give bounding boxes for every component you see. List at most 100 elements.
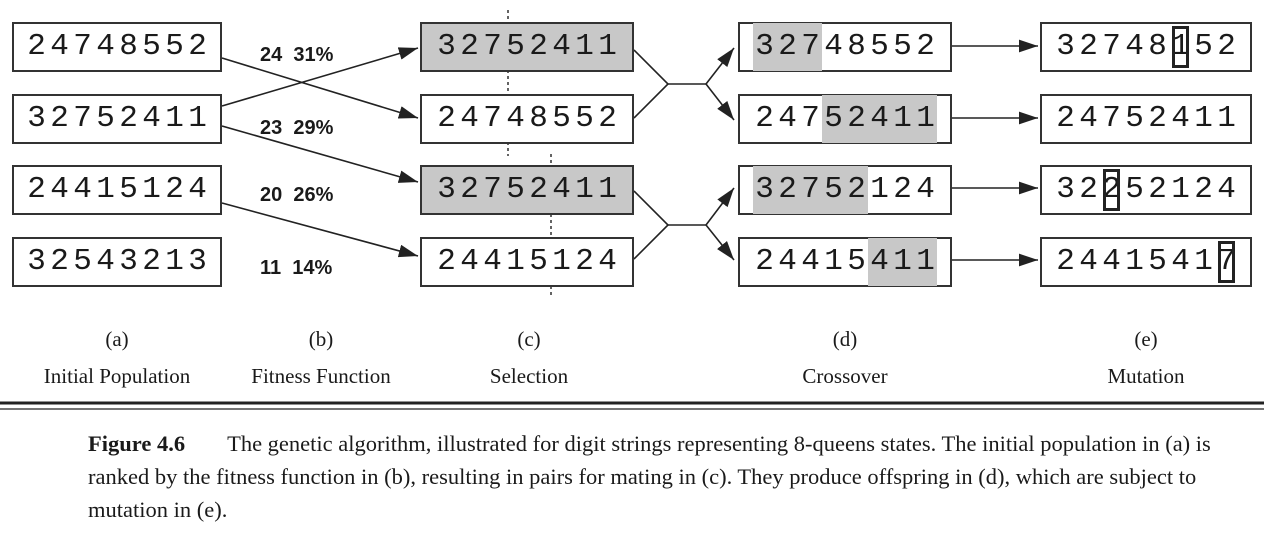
digit: 4 bbox=[868, 238, 891, 286]
digit: 4 bbox=[460, 101, 479, 136]
digit: 2 bbox=[845, 95, 868, 143]
digit: 4 bbox=[868, 95, 891, 143]
digit: 8 bbox=[1148, 29, 1167, 64]
fitness-score: 24 bbox=[260, 44, 283, 66]
label-fitness-function: (b)Fitness Function bbox=[251, 327, 391, 388]
digit: 2 bbox=[529, 172, 548, 207]
digit: 4 bbox=[96, 29, 115, 64]
digit: 2 bbox=[460, 172, 479, 207]
digit: 1 bbox=[598, 29, 617, 64]
digit: 8 bbox=[847, 29, 866, 64]
digit: 4 bbox=[188, 172, 207, 207]
digit: 2 bbox=[1148, 172, 1167, 207]
digit: 2 bbox=[598, 101, 617, 136]
digit: 1 bbox=[598, 172, 617, 207]
digit: 5 bbox=[893, 29, 912, 64]
digit: 3 bbox=[119, 244, 138, 279]
digit: 1 bbox=[1194, 244, 1213, 279]
digit: 5 bbox=[1125, 101, 1144, 136]
digit: 5 bbox=[552, 101, 571, 136]
digit: 4 bbox=[142, 101, 161, 136]
digit: 7 bbox=[1102, 29, 1121, 64]
digit: 1 bbox=[1171, 172, 1190, 207]
digit: 7 bbox=[483, 172, 502, 207]
digit: 5 bbox=[165, 29, 184, 64]
digit: 3 bbox=[437, 172, 456, 207]
digit: 2 bbox=[776, 166, 799, 214]
digit: 2 bbox=[529, 29, 548, 64]
digit: 2 bbox=[437, 101, 456, 136]
digit: 1 bbox=[165, 244, 184, 279]
digit: 5 bbox=[119, 172, 138, 207]
digit: 5 bbox=[506, 172, 525, 207]
digit: 4 bbox=[1171, 101, 1190, 136]
digit: 1 bbox=[891, 238, 914, 286]
digit: 4 bbox=[460, 244, 479, 279]
digit: 5 bbox=[96, 101, 115, 136]
digit: 7 bbox=[799, 166, 822, 214]
digit: 4 bbox=[1125, 29, 1144, 64]
digit: 3 bbox=[1056, 172, 1075, 207]
digit: 1 bbox=[914, 238, 937, 286]
digit: 2 bbox=[142, 244, 161, 279]
digit: 2 bbox=[575, 244, 594, 279]
digit: 2 bbox=[916, 29, 935, 64]
digit: 2 bbox=[119, 101, 138, 136]
digit: 5 bbox=[575, 101, 594, 136]
digit: 5 bbox=[506, 29, 525, 64]
mutated-digit: 7 bbox=[1215, 238, 1238, 286]
digit: 5 bbox=[1125, 172, 1144, 207]
digit: 2 bbox=[27, 172, 46, 207]
digit: 1 bbox=[188, 101, 207, 136]
digit: 4 bbox=[1171, 244, 1190, 279]
digit: 2 bbox=[188, 29, 207, 64]
digit: 4 bbox=[1079, 244, 1098, 279]
fitness-score: 20 bbox=[260, 184, 283, 206]
label-crossover: (d)Crossover bbox=[802, 327, 888, 388]
digit: 4 bbox=[598, 244, 617, 279]
digit: 1 bbox=[575, 29, 594, 64]
fitness-percent: 29% bbox=[293, 117, 334, 139]
digit: 4 bbox=[552, 29, 571, 64]
digit: 1 bbox=[1125, 244, 1144, 279]
digit: 1 bbox=[575, 172, 594, 207]
digit: 4 bbox=[824, 29, 843, 64]
digit: 1 bbox=[914, 95, 937, 143]
digit: 2 bbox=[27, 29, 46, 64]
digit: 3 bbox=[753, 166, 776, 214]
digit: 1 bbox=[824, 244, 843, 279]
digit: 5 bbox=[822, 95, 845, 143]
label-initial-population: (a)Initial Population bbox=[43, 327, 191, 388]
digit: 3 bbox=[753, 23, 776, 71]
label-selection: (c)Selection bbox=[489, 327, 569, 388]
digit: 4 bbox=[778, 244, 797, 279]
fitness-percent: 26% bbox=[293, 184, 334, 206]
fitness-score: 11 bbox=[260, 257, 282, 279]
digit: 1 bbox=[552, 244, 571, 279]
digit: 2 bbox=[1056, 244, 1075, 279]
digit: 3 bbox=[188, 244, 207, 279]
digit: 2 bbox=[165, 172, 184, 207]
